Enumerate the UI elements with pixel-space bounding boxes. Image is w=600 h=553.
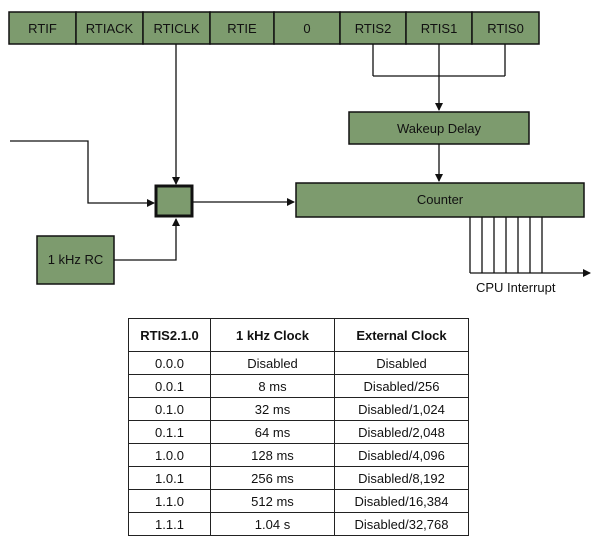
table-row: 0.0.1 8 ms Disabled/256 xyxy=(128,374,469,398)
table-row: 0.1.0 32 ms Disabled/1,024 xyxy=(128,397,469,421)
table-row: 1.0.1 256 ms Disabled/8,192 xyxy=(128,466,469,490)
rc-oscillator-block: 1 kHz RC xyxy=(36,235,115,285)
external-clock-input-line xyxy=(10,140,155,207)
table-cell: Disabled/4,096 xyxy=(334,443,469,467)
table-cell: 64 ms xyxy=(210,420,335,444)
register-bit-label: RTIF xyxy=(28,21,57,36)
table-row: 0.0.0 Disabled Disabled xyxy=(128,351,469,375)
counter-block: Counter xyxy=(295,182,585,218)
table-cell: Disabled/2,048 xyxy=(334,420,469,444)
rtis-period-table: RTIS2.1.0 1 kHz Clock External Clock 0.0… xyxy=(128,318,469,536)
register-bit-label: RTIS0 xyxy=(487,21,524,36)
column-header-rtis: RTIS2.1.0 xyxy=(128,318,211,352)
register-bit-label: RTIS1 xyxy=(421,21,458,36)
table-cell: Disabled xyxy=(334,351,469,375)
table-row: 1.1.0 512 ms Disabled/16,384 xyxy=(128,489,469,513)
table-cell: Disabled/1,024 xyxy=(334,397,469,421)
rti-block-diagram: RTIF RTIACK RTICLK RTIE 0 RTIS2 RTIS1 R xyxy=(8,11,591,295)
wakeup-delay-block: Wakeup Delay xyxy=(348,111,530,145)
table-cell: 0.1.1 xyxy=(128,420,211,444)
register-bit-rticlk: RTICLK xyxy=(142,11,211,45)
register-bit-label: 0 xyxy=(303,21,310,36)
table-cell: 512 ms xyxy=(210,489,335,513)
table-cell: 1.1.0 xyxy=(128,489,211,513)
register-bit-rtiack: RTIACK xyxy=(75,11,144,45)
table-cell: 1.0.0 xyxy=(128,443,211,467)
register-bit-rtis2: RTIS2 xyxy=(339,11,407,45)
register-bit-label: RTIACK xyxy=(86,21,134,36)
table-cell: 1.0.1 xyxy=(128,466,211,490)
rc-oscillator-label: 1 kHz RC xyxy=(48,252,104,267)
table-cell: Disabled/16,384 xyxy=(334,489,469,513)
table-cell: 1.04 s xyxy=(210,512,335,536)
table-cell: 128 ms xyxy=(210,443,335,467)
table-cell: 1.1.1 xyxy=(128,512,211,536)
table-cell: 0.0.1 xyxy=(128,374,211,398)
table-header-row: RTIS2.1.0 1 kHz Clock External Clock xyxy=(128,318,469,352)
table-cell: 0.1.0 xyxy=(128,397,211,421)
clock-select-mux xyxy=(154,184,194,218)
register-bit-rtis1: RTIS1 xyxy=(405,11,473,45)
rti-control-register: RTIF RTIACK RTICLK RTIE 0 RTIS2 RTIS1 R xyxy=(8,11,540,45)
table-cell: Disabled/32,768 xyxy=(334,512,469,536)
register-bit-rtis0: RTIS0 xyxy=(471,11,540,45)
column-header-1khz-clock: 1 kHz Clock xyxy=(210,318,335,352)
table-cell: Disabled/8,192 xyxy=(334,466,469,490)
wakeup-delay-label: Wakeup Delay xyxy=(397,121,482,136)
column-header-external-clock: External Clock xyxy=(334,318,469,352)
table-row: 1.0.0 128 ms Disabled/4,096 xyxy=(128,443,469,467)
rtis-select-lines xyxy=(372,44,506,111)
register-bit-label: RTIS2 xyxy=(355,21,392,36)
table-row: 0.1.1 64 ms Disabled/2,048 xyxy=(128,420,469,444)
table-cell: Disabled/256 xyxy=(334,374,469,398)
register-bit-rtie: RTIE xyxy=(209,11,275,45)
rc-to-mux-line xyxy=(114,218,180,261)
table-cell: 0.0.0 xyxy=(128,351,211,375)
register-bit-label: RTIE xyxy=(227,21,257,36)
counter-label: Counter xyxy=(417,192,464,207)
table-cell: Disabled xyxy=(210,351,335,375)
counter-tap-lines xyxy=(469,217,591,277)
table-cell: 8 ms xyxy=(210,374,335,398)
register-bit-rtif: RTIF xyxy=(8,11,77,45)
table-cell: 256 ms xyxy=(210,466,335,490)
table-cell: 32 ms xyxy=(210,397,335,421)
cpu-interrupt-label: CPU Interrupt xyxy=(476,280,556,295)
register-bit-label: RTICLK xyxy=(154,21,200,36)
table-row: 1.1.1 1.04 s Disabled/32,768 xyxy=(128,512,469,536)
register-bit-zero: 0 xyxy=(273,11,341,45)
